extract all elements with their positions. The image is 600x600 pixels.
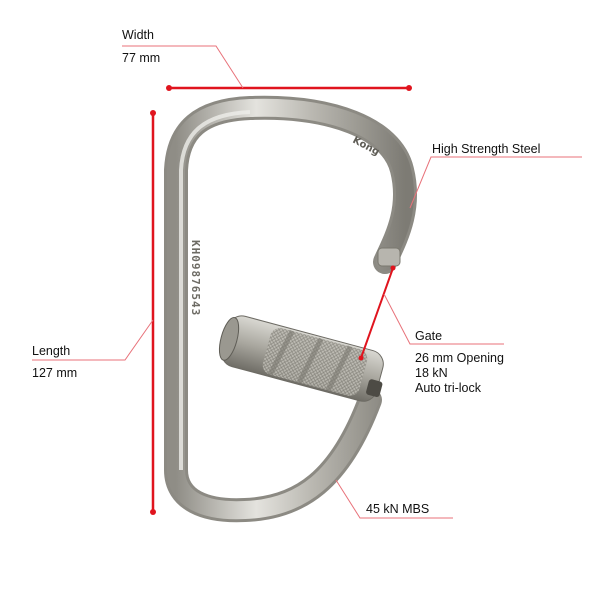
locking-sleeve [218, 315, 384, 402]
carabiner-body [164, 95, 418, 523]
gate-opening: 26 mm Opening [415, 351, 504, 365]
spine-engraving: KH09876543 [189, 240, 202, 316]
length-value: 127 mm [32, 366, 78, 380]
width-dimension-line [122, 45, 412, 91]
gate-title: Gate [415, 329, 443, 343]
width-title: Width [122, 28, 154, 42]
strength-title: 45 kN MBS [366, 502, 430, 516]
gate-dimension-line [358, 265, 504, 361]
strength-leader-line [335, 479, 453, 519]
width-value: 77 mm [122, 51, 161, 65]
material-title: High Strength Steel [432, 142, 541, 156]
material-leader-line [409, 156, 582, 209]
gate-strength: 18 kN [415, 366, 448, 380]
gate-lock-type: Auto tri-lock [415, 381, 481, 395]
length-title: Length [32, 344, 71, 358]
length-dimension-line [32, 110, 156, 515]
